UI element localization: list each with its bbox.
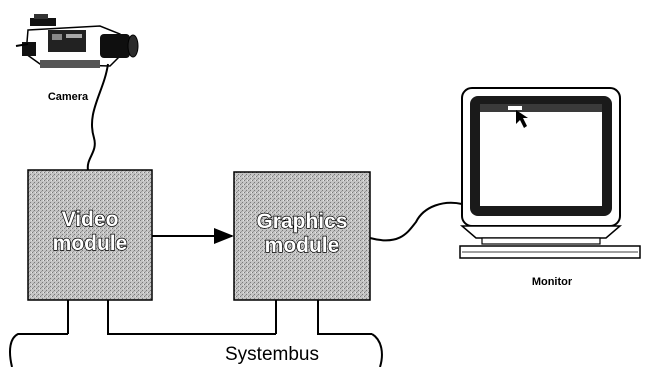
video-module-title: Video <box>62 208 119 231</box>
system-bus-label: Systembus <box>225 344 319 365</box>
video-module-subtitle: module <box>53 232 128 255</box>
bus-line-left <box>10 334 68 367</box>
camera-cable <box>88 64 108 170</box>
graphics-bus-connector-right <box>318 300 372 334</box>
graphics-module-title: Graphics <box>256 210 347 233</box>
monitor-label: Monitor <box>532 276 573 288</box>
bus-line-right <box>372 334 382 367</box>
video-bus-connector-right <box>108 300 276 334</box>
monitor-icon <box>460 88 640 258</box>
monitor-cable <box>370 203 462 241</box>
camera-label: Camera <box>48 91 89 103</box>
camera-icon <box>16 14 138 68</box>
graphics-module-subtitle: module <box>265 234 340 257</box>
